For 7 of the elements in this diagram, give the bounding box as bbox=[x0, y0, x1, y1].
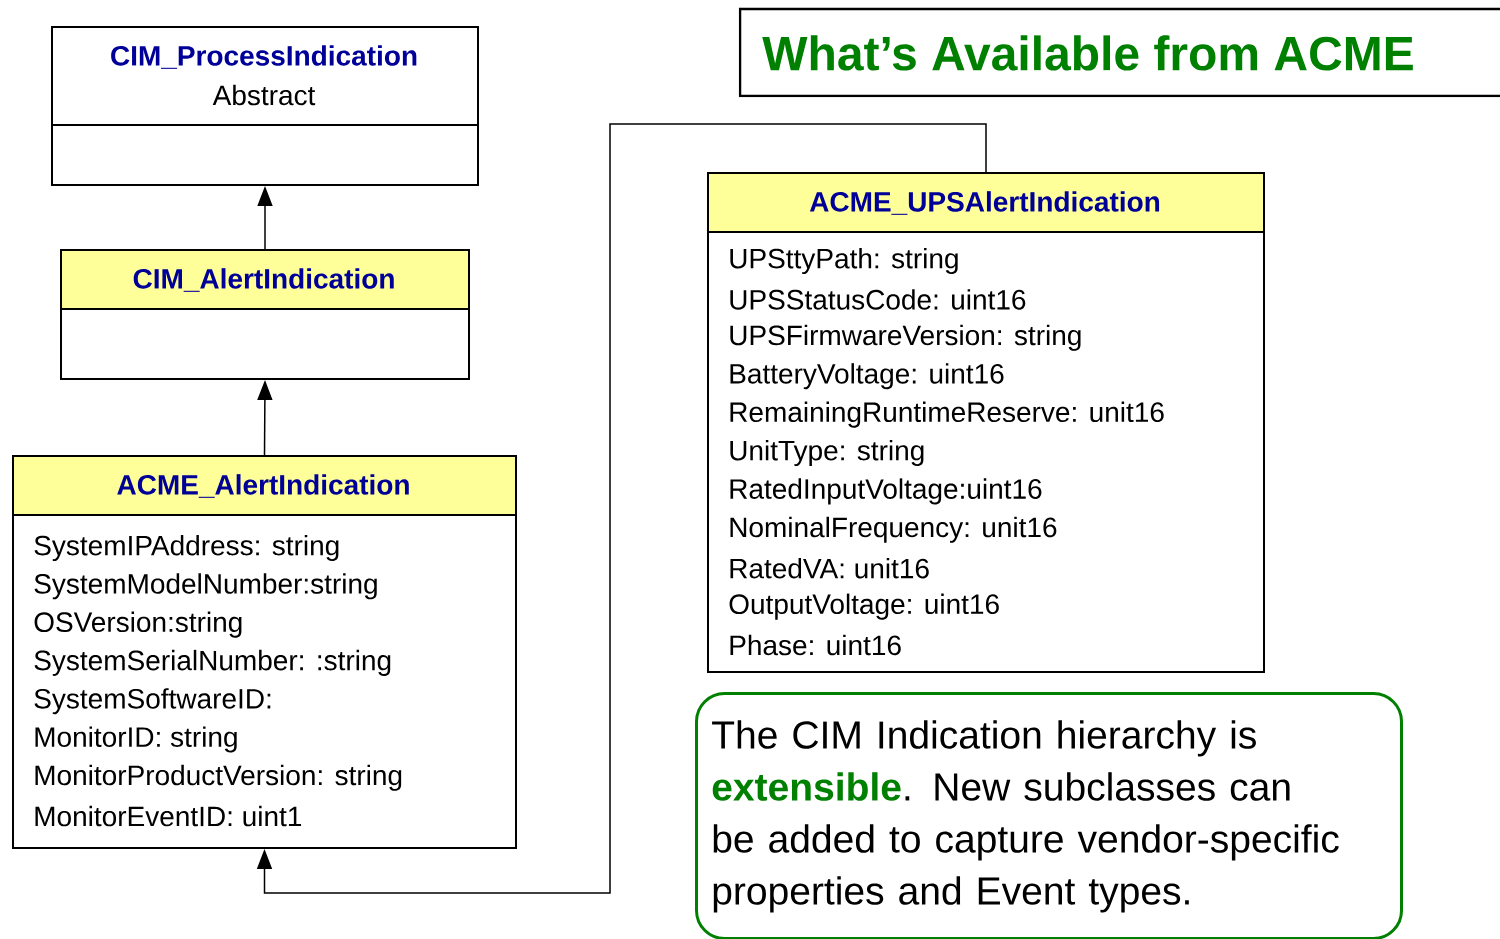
note-box: The CIM Indication hierarchy is extensible. New subclasses can be added to capture vendor-specific properties and Event types. bbox=[695, 692, 1403, 939]
class-box: CIM_ProcessIndication Abstract bbox=[50, 26, 479, 186]
inheritance-arrow bbox=[256, 123, 987, 894]
class-box: ACME_UPSAlertIndication UPSttyPath: string UPSStatusCode: uint16 UPSFirmwareVersion: string BatteryVoltage: uint16 RemainingRuntimeReserve: unit16 UnitType: string RatedInputVoltage:uint16 NominalFrequency: unit16 RatedVA: unit16 OutputVoltage: uint16 Phase: uint16 bbox=[706, 172, 1265, 673]
title-box: What’s Available from ACME bbox=[738, 7, 1500, 98]
class-box: CIM_AlertIndication bbox=[59, 249, 470, 380]
class-box: ACME_AlertIndication SystemIPAddress: string SystemModelNumber:string OSVersion:string SystemSerialNumber: :string SystemSoftwareID: MonitorID: string MonitorProductVersion: string MonitorEventID: uint1 bbox=[11, 455, 517, 849]
